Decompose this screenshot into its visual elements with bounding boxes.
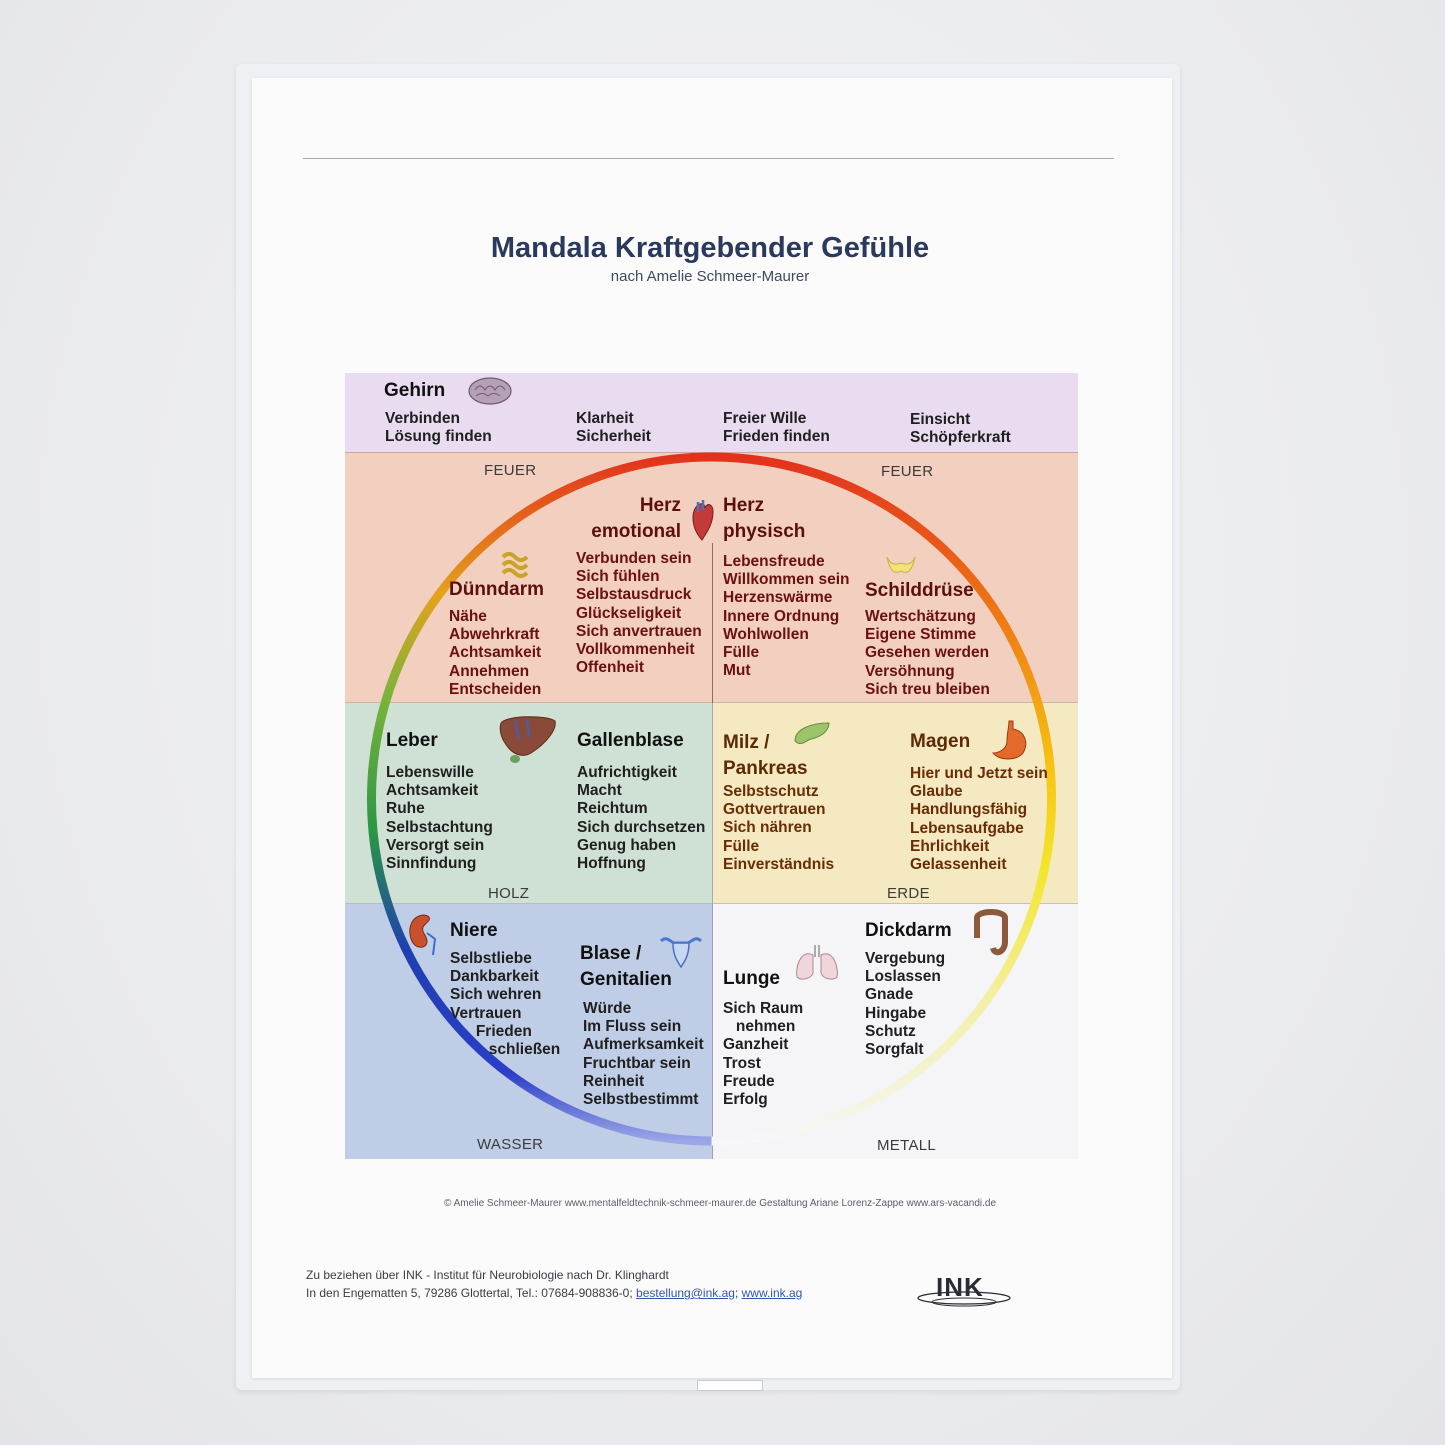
mandala-chart: Gehirn Verbinden Lösung finden Klarheit … — [345, 373, 1078, 1159]
schilddruese-items: Wertschätzung Eigene Stimme Gesehen werd… — [865, 608, 990, 698]
ring-left-arc — [367, 452, 712, 1146]
footer-line2: In den Engematten 5, 79286 Glottertal, T… — [306, 1286, 802, 1300]
spleen-icon — [794, 722, 830, 745]
brain-icon — [468, 377, 512, 405]
thyroid-icon — [886, 556, 916, 573]
magen-heading: Magen — [910, 731, 971, 752]
niere-heading: Niere — [450, 920, 498, 941]
dickdarm-heading: Dickdarm — [865, 920, 952, 941]
leber-heading: Leber — [386, 730, 438, 751]
email-link[interactable]: bestellung@ink.ag — [636, 1286, 735, 1300]
fire-band — [345, 453, 1078, 702]
element-label-fire-left: FEUER — [484, 462, 537, 479]
color-ring — [367, 452, 1056, 1146]
magen-items: Hier und Jetzt sein Glaube Handlungsfähi… — [910, 765, 1048, 874]
milz-items: Selbstschutz Gottvertrauen Sich nähren F… — [723, 783, 835, 873]
fire-divider — [712, 543, 713, 703]
gehirn-col4: Einsicht Schöpferkraft — [910, 411, 1011, 447]
kidney-icon — [409, 914, 437, 956]
gallenblase-heading: Gallenblase — [577, 730, 684, 751]
herz-physisch-heading: Herz physisch — [723, 495, 806, 542]
herz-emotional-items: Verbunden sein Sich fühlen Selbstausdruc… — [576, 550, 702, 677]
lunge-items: Sich Raum nehmen Ganzheit Trost Freude E… — [723, 1000, 804, 1109]
lunge-heading: Lunge — [723, 968, 780, 989]
web-link[interactable]: www.ink.ag — [741, 1286, 803, 1300]
poster-subtitle: nach Amelie Schmeer-Maurer — [610, 268, 810, 285]
ring-right-arc — [711, 452, 1056, 1146]
herz-emotional-heading: Herz emotional — [591, 495, 681, 542]
element-label-wood: HOLZ — [488, 885, 530, 902]
duenndarm-items: Nähe Abwehrkraft Achtsamkeit Annehmen En… — [449, 608, 542, 698]
element-label-water: WASSER — [477, 1136, 544, 1153]
metal-cell — [712, 903, 1078, 1159]
credits-line: © Amelie Schmeer-Maurer www.mentalfeldte… — [443, 1198, 997, 1209]
gehirn-col1: Verbinden Lösung finden — [385, 410, 492, 446]
heart-icon — [692, 500, 714, 541]
gehirn-col2: Klarheit Sicherheit — [576, 410, 651, 446]
gehirn-heading: Gehirn — [384, 380, 446, 401]
element-label-fire-right: FEUER — [881, 463, 934, 480]
lungs-icon — [796, 945, 838, 980]
blase-heading: Blase / Genitalien — [580, 943, 672, 990]
gehirn-band — [345, 373, 1078, 453]
gehirn-col3: Freier Wille Frieden finden — [723, 410, 830, 446]
leber-items: Lebenswille Achtsamkeit Ruhe Selbstachtu… — [386, 764, 493, 873]
element-label-metal: METALL — [877, 1137, 937, 1154]
header-rule — [303, 158, 1114, 159]
stomach-icon — [991, 720, 1027, 760]
gallenblase-items: Aufrichtigkeit Macht Reichtum Sich durch… — [577, 764, 706, 873]
footer-line1: Zu beziehen über INK - Institut für Neur… — [306, 1268, 669, 1282]
ink-logo-swoosh — [917, 1291, 1011, 1307]
poster-title: Mandala Kraftgebender Gefühle — [490, 232, 930, 264]
liver-icon — [499, 716, 556, 763]
blase-items: Würde Im Fluss sein Aufmerksamkeit Fruch… — [583, 1000, 704, 1109]
duenndarm-heading: Dünndarm — [449, 579, 544, 600]
milz-heading: Milz / Pankreas — [723, 732, 808, 779]
stand-clip — [697, 1380, 763, 1391]
element-label-earth: ERDE — [887, 885, 930, 902]
footer-separator: ; — [734, 1286, 742, 1300]
schilddruese-heading: Schilddrüse — [865, 580, 974, 601]
metal-divider — [712, 903, 713, 1159]
footer-address: In den Engematten 5, 79286 Glottertal, T… — [306, 1286, 637, 1300]
ink-logo-text: INK — [936, 1272, 984, 1302]
herz-physisch-items: Lebensfreude Willkommen sein Herzenswärm… — [723, 553, 850, 680]
uterus-icon — [659, 937, 703, 969]
niere-items: Selbstliebe Dankbarkeit Sich wehren Vert… — [450, 950, 561, 1059]
intestine-icon — [501, 552, 529, 578]
dickdarm-items: Vergebung Loslassen Gnade Hingabe Schutz… — [865, 950, 946, 1059]
colon-icon — [974, 909, 1008, 956]
